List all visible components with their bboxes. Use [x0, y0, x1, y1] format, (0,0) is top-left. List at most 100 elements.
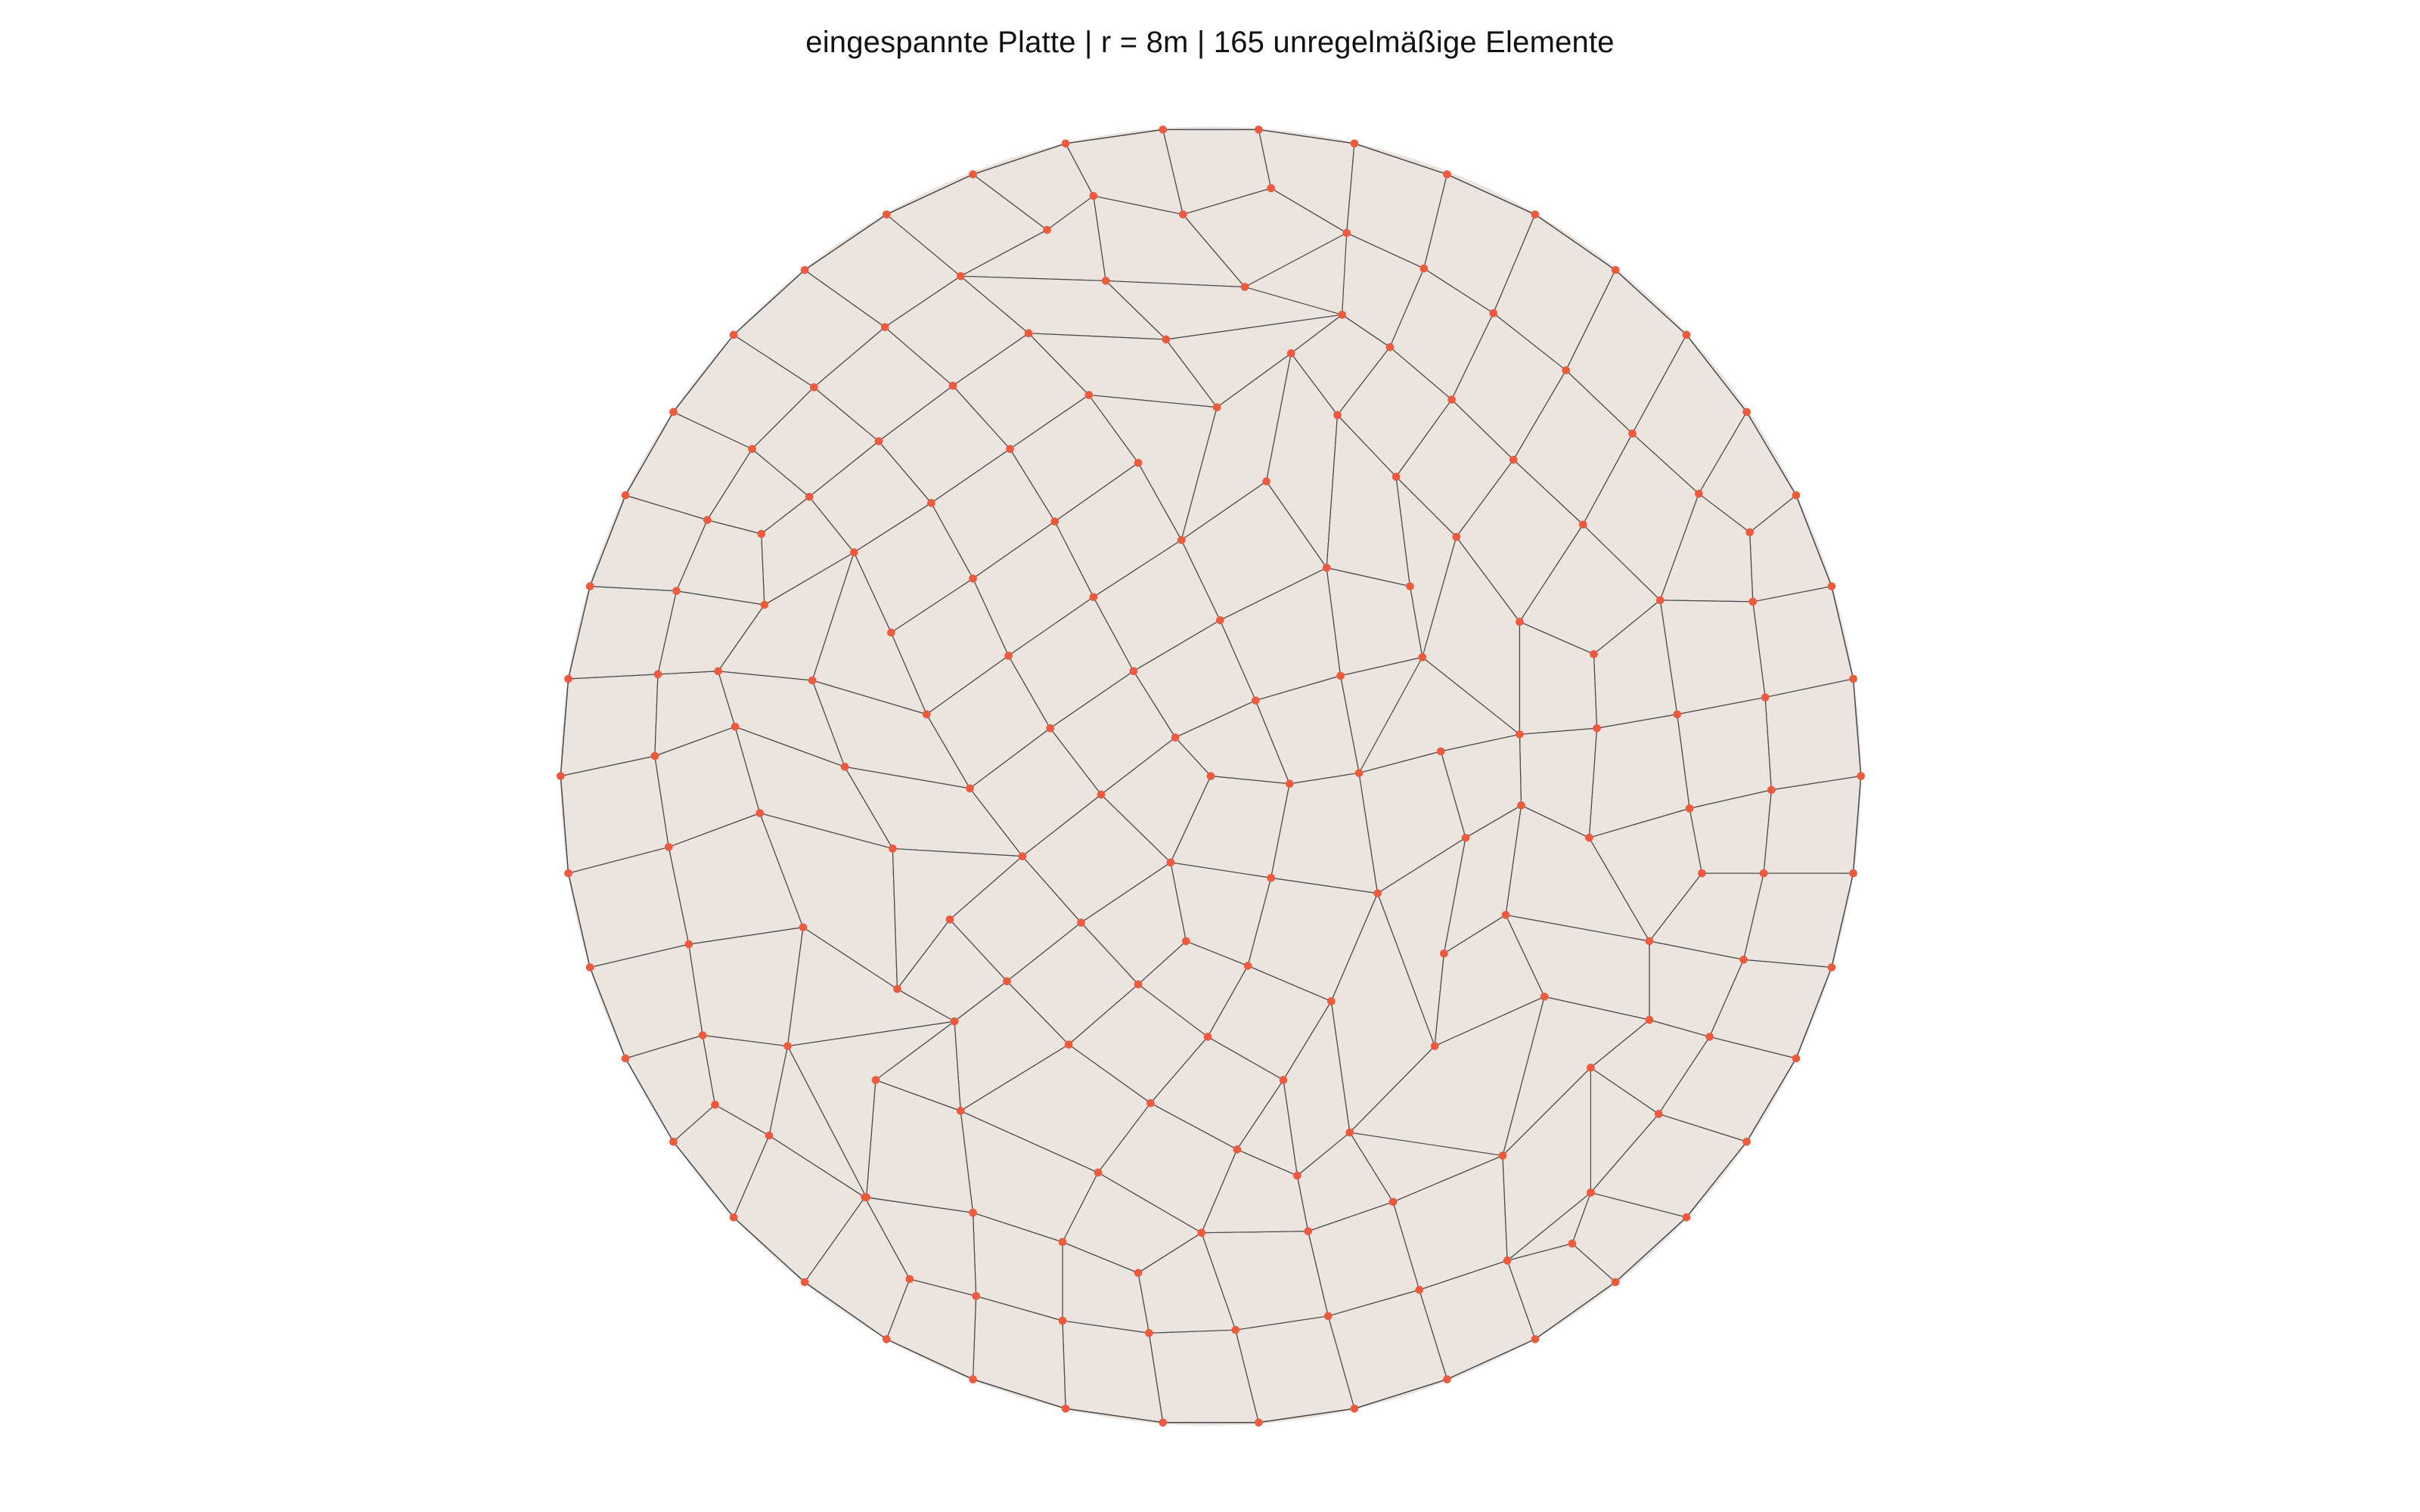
mesh-node: [1350, 139, 1359, 148]
mesh-node: [1587, 1188, 1595, 1197]
mesh-node: [1739, 956, 1748, 964]
mesh-node: [1792, 1054, 1801, 1063]
mesh-node: [669, 407, 678, 417]
mesh-node: [1094, 1168, 1103, 1177]
mesh-node: [950, 1017, 959, 1026]
mesh-node: [1097, 790, 1106, 799]
mesh-node: [1516, 618, 1524, 626]
mesh-node: [1061, 139, 1070, 148]
mesh-node: [1562, 366, 1571, 375]
mesh-node: [1654, 1110, 1663, 1118]
mesh-node: [922, 710, 931, 719]
mesh-node: [1084, 391, 1094, 399]
mesh-node: [1267, 184, 1275, 193]
mesh-node: [1406, 582, 1414, 590]
mesh-node: [1415, 1285, 1424, 1294]
mesh-node: [1134, 980, 1143, 989]
figure-title: eingespannte Platte | r = 8m | 165 unreg…: [805, 26, 1615, 59]
mesh-node: [1177, 535, 1186, 544]
mesh-node: [1006, 445, 1014, 454]
mesh-node: [1243, 962, 1252, 970]
mesh-node: [1162, 335, 1171, 344]
mesh-node: [969, 1375, 977, 1383]
mesh-node: [1322, 563, 1331, 572]
mesh-node: [1046, 723, 1054, 733]
mesh-node: [893, 984, 901, 993]
mesh-node: [1748, 597, 1758, 606]
mesh-node: [1447, 395, 1456, 404]
mesh-node: [765, 1131, 774, 1140]
mesh-node: [1345, 1128, 1354, 1137]
mesh-node: [972, 1291, 980, 1300]
mesh-node: [1857, 772, 1866, 780]
mesh-node: [1197, 1228, 1206, 1237]
mesh-node: [1251, 696, 1260, 705]
mesh-node: [1304, 1227, 1312, 1235]
mesh-node: [1077, 919, 1085, 927]
mesh-node: [1509, 455, 1518, 464]
mesh-node: [948, 381, 957, 390]
mesh-node: [698, 1031, 707, 1040]
mesh-node: [1231, 1325, 1240, 1334]
mesh-node: [1628, 429, 1637, 438]
mesh-node: [1279, 1076, 1288, 1084]
mesh-node: [564, 869, 572, 878]
mesh-node: [1342, 228, 1351, 237]
mesh-node: [1354, 769, 1364, 777]
mesh-node: [1392, 472, 1401, 481]
mesh-node: [800, 265, 809, 274]
mesh-node: [1388, 1198, 1398, 1207]
mesh-node: [1159, 125, 1168, 134]
mesh-node: [1645, 937, 1654, 946]
mesh-node: [862, 1193, 870, 1201]
mesh-node: [1419, 264, 1429, 273]
mesh-node: [1336, 671, 1345, 680]
mesh-node: [1262, 477, 1270, 486]
mesh-node: [1101, 277, 1110, 285]
mesh-node: [1849, 674, 1857, 683]
mesh-node: [1061, 1404, 1070, 1413]
mesh-node: [1461, 833, 1470, 842]
mesh-node: [1430, 1042, 1439, 1050]
mesh-node: [1827, 963, 1836, 971]
mesh-node: [1685, 804, 1694, 813]
mesh-node: [664, 843, 673, 851]
mesh-node: [799, 923, 808, 931]
mesh-node: [672, 587, 681, 595]
mesh-node: [905, 1275, 914, 1284]
mesh-node: [1611, 1278, 1620, 1287]
mesh-node: [1501, 910, 1510, 919]
mesh-node: [1178, 210, 1187, 218]
mesh-node: [1705, 1033, 1714, 1041]
mesh-node: [1089, 593, 1098, 602]
mesh-node: [1003, 977, 1011, 986]
mesh-node: [1443, 170, 1451, 178]
mesh-node: [1655, 596, 1665, 605]
mesh-node: [731, 722, 740, 731]
mesh-node: [1233, 1145, 1242, 1154]
mesh-node: [760, 600, 769, 609]
mesh-node: [1590, 650, 1598, 658]
mesh-node: [1212, 403, 1221, 412]
mesh-element: [1752, 585, 1854, 699]
mesh-node: [729, 1213, 738, 1222]
mesh-node: [1440, 949, 1448, 958]
mesh-node: [1759, 869, 1768, 878]
mesh-node: [783, 1042, 792, 1050]
mesh-node: [1498, 1151, 1507, 1160]
mesh-node: [714, 667, 722, 676]
mesh-node: [1134, 458, 1143, 467]
mesh-node: [1540, 993, 1549, 1001]
mesh-node: [840, 762, 849, 771]
mesh-node: [1215, 616, 1224, 624]
mesh-node: [1503, 1256, 1512, 1265]
mesh-node: [1568, 1239, 1577, 1248]
mesh-node: [729, 330, 738, 339]
mesh-node: [1350, 1404, 1359, 1413]
mesh-node: [1134, 1269, 1143, 1277]
mesh-node: [969, 170, 977, 178]
mesh-node: [809, 383, 818, 392]
mesh-node: [1286, 349, 1295, 358]
mesh-node: [969, 575, 977, 583]
mesh-node: [1673, 710, 1682, 719]
